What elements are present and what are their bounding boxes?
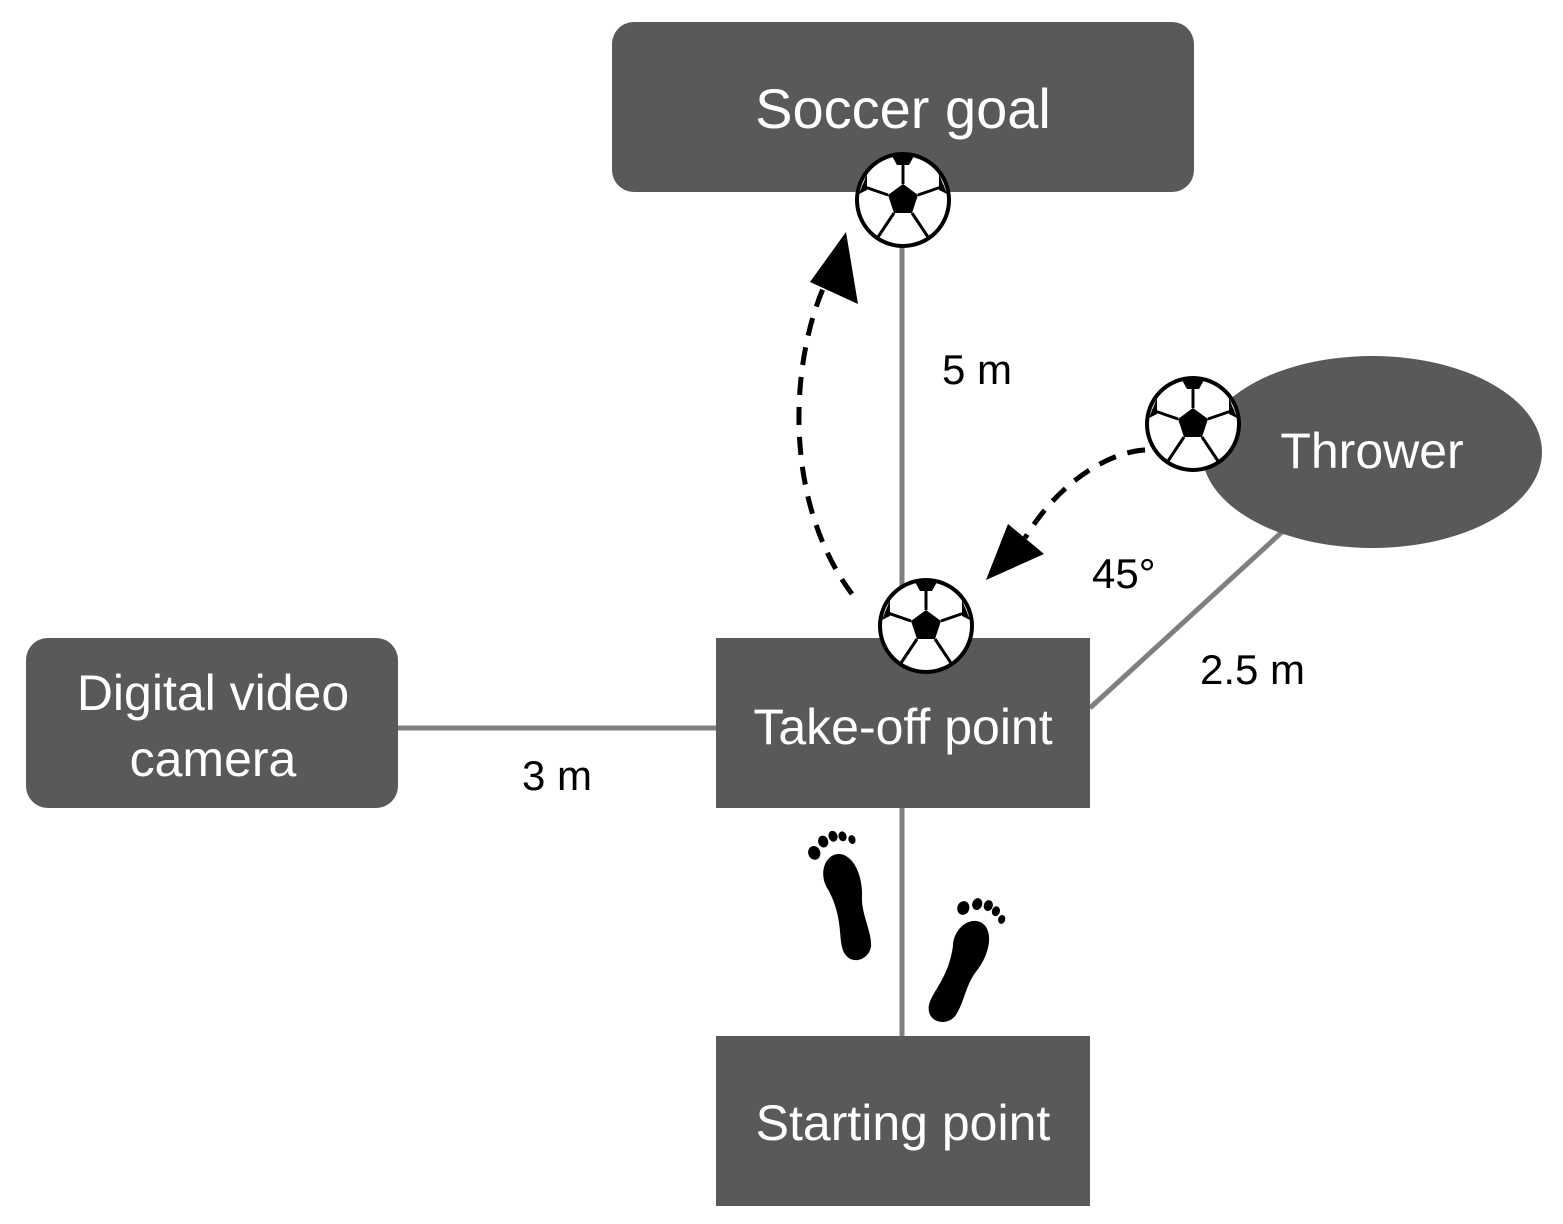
- soccer-ball-icon: [1145, 376, 1241, 472]
- footprint-icon: [921, 891, 1010, 1032]
- camera-distance-label: 3 m: [522, 752, 592, 799]
- start-node: Starting point: [716, 1036, 1090, 1206]
- thrower-connector-line: [1088, 530, 1284, 710]
- ball-path-to-goal-arrow: [796, 280, 855, 596]
- soccer-ball-icon: [855, 152, 951, 248]
- soccer-ball-icon: [878, 578, 974, 674]
- takeoff-label: Take-off point: [753, 699, 1052, 755]
- soccer-goal-node: Soccer goal: [612, 22, 1194, 192]
- goal-arrowhead: [810, 232, 858, 304]
- footprint-icon: [803, 824, 892, 965]
- thrower-angle-label: 45°: [1092, 550, 1156, 597]
- thrower-distance-label: 2.5 m: [1200, 646, 1305, 693]
- camera-label-line2: camera: [130, 731, 297, 787]
- ball-path-from-thrower-arrow: [1022, 447, 1146, 540]
- thrower-node: Thrower: [1202, 356, 1542, 548]
- camera-node: Digital video camera: [26, 638, 398, 808]
- start-label: Starting point: [756, 1095, 1051, 1151]
- camera-label-line1: Digital video: [77, 665, 349, 721]
- soccer-goal-label: Soccer goal: [755, 77, 1051, 140]
- thrower-label: Thrower: [1280, 423, 1463, 479]
- thrower-arrowhead: [986, 524, 1044, 580]
- goal-distance-label: 5 m: [942, 346, 1012, 393]
